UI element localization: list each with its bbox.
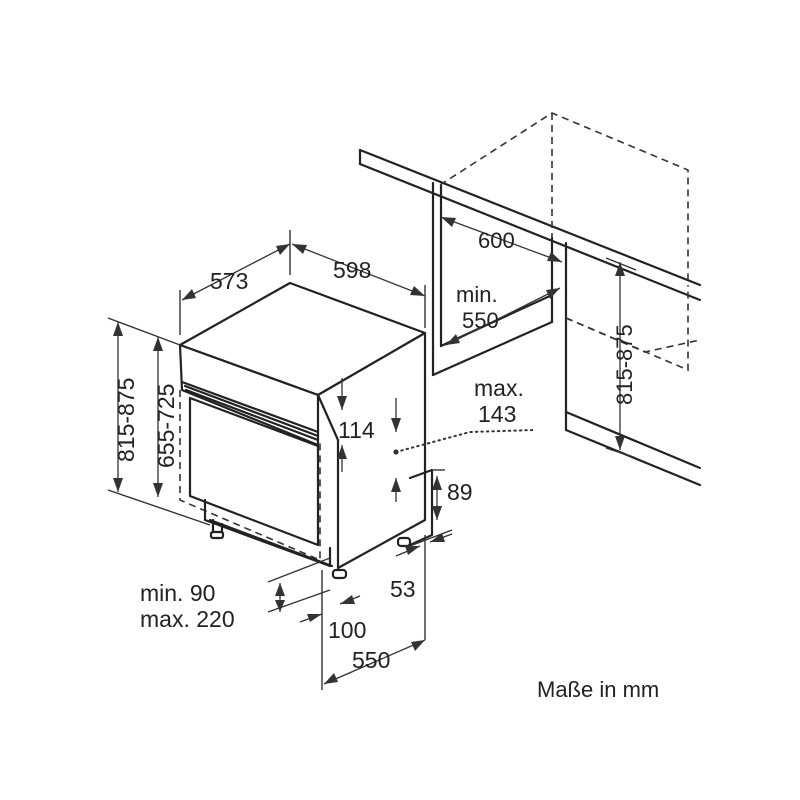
dim-depth-550: 550 xyxy=(323,535,426,685)
worktop-front-edge xyxy=(358,148,702,287)
svg-text:max. 220: max. 220 xyxy=(140,606,235,632)
dim-foot-53: 53 xyxy=(390,529,453,602)
dim-height-door: 655-725 xyxy=(153,337,179,497)
dim-plinth-89: 89 xyxy=(432,469,473,520)
dim-width: 598 xyxy=(291,243,426,328)
svg-text:max.: max. xyxy=(474,375,524,401)
dim-depth: 573 xyxy=(179,230,291,335)
svg-text:min.: min. xyxy=(456,282,498,307)
svg-text:815-875: 815-875 xyxy=(612,324,637,405)
svg-text:143: 143 xyxy=(478,401,516,427)
control-panel-strip xyxy=(180,380,320,434)
dim-niche-height: 815-875 xyxy=(605,257,637,459)
svg-text:550: 550 xyxy=(462,308,499,333)
installation-niche xyxy=(358,112,702,487)
svg-text:89: 89 xyxy=(447,479,473,505)
dim-niche-depth: min. 550 xyxy=(445,282,561,346)
svg-text:600: 600 xyxy=(478,228,515,253)
svg-text:573: 573 xyxy=(210,268,248,294)
plinth xyxy=(203,498,332,568)
svg-text:114: 114 xyxy=(338,417,375,443)
svg-text:53: 53 xyxy=(390,576,416,602)
front-foot-right xyxy=(331,568,348,580)
svg-text:815-875: 815-875 xyxy=(113,378,139,462)
dim-panel-114: 114 xyxy=(337,378,401,502)
dim-plinth-height: min. 90 max. 220 xyxy=(140,557,331,632)
dishwasher-door xyxy=(188,396,320,547)
rear-foot xyxy=(396,536,412,548)
dim-max-143: max. 143 xyxy=(393,375,536,455)
svg-text:655-725: 655-725 xyxy=(153,384,179,468)
units-note: Maße in mm xyxy=(537,677,659,702)
svg-text:100: 100 xyxy=(328,617,366,643)
worktop-back-edge xyxy=(358,162,702,302)
svg-text:550: 550 xyxy=(352,647,390,673)
niche-rear-cabinet xyxy=(439,112,689,282)
door-outline xyxy=(179,390,321,562)
svg-text:min. 90: min. 90 xyxy=(140,580,215,606)
dim-foot-100: 100 xyxy=(299,570,366,690)
dishwasher-body xyxy=(178,281,434,580)
svg-text:598: 598 xyxy=(333,257,371,283)
dim-height-total: 815-875 xyxy=(107,317,211,526)
dim-niche-width: 600 xyxy=(440,216,563,263)
dishwasher-side xyxy=(316,331,427,570)
